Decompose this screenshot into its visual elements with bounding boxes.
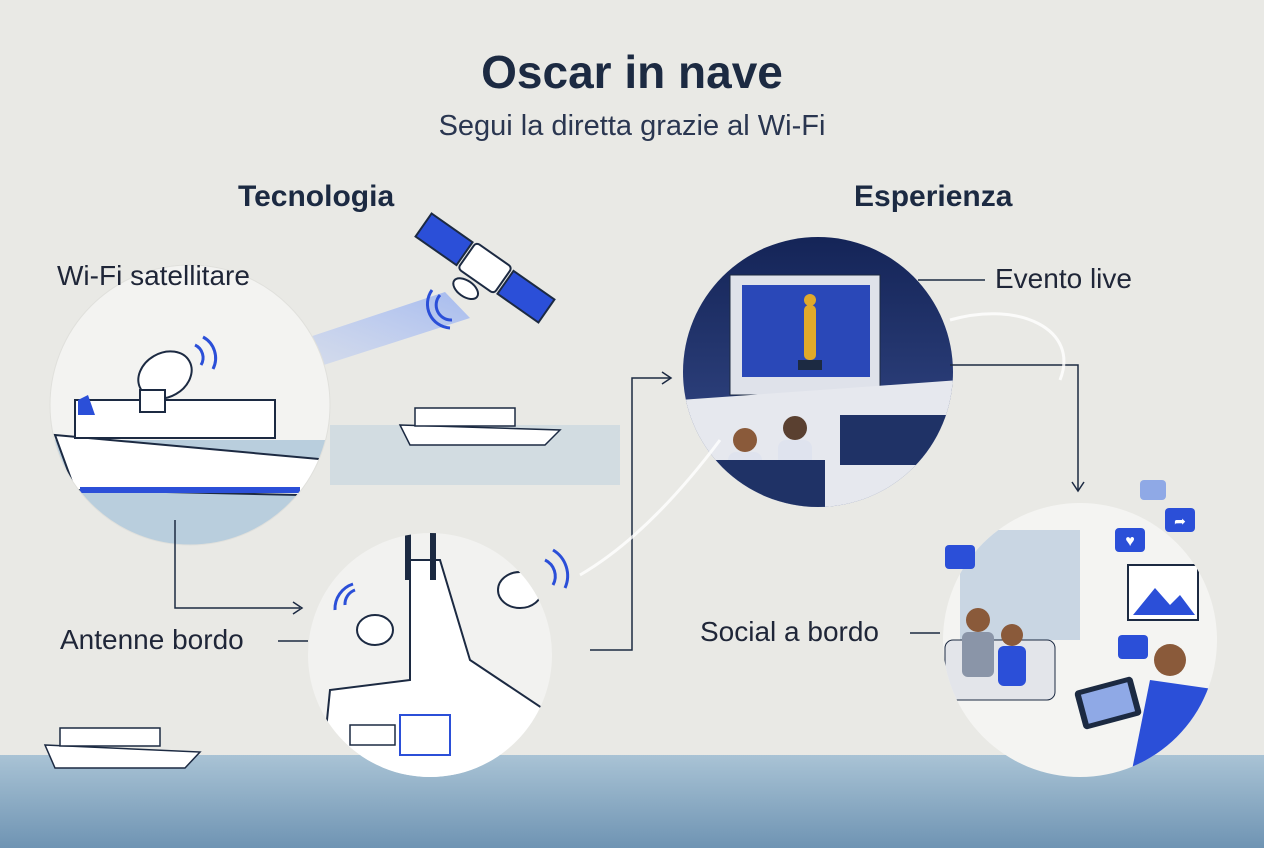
cruise-ship-icon bbox=[43, 727, 202, 769]
cinema-scene bbox=[683, 237, 953, 507]
label-satellite-wifi: Wi-Fi satellitare bbox=[57, 260, 250, 291]
cruise-ship-icon bbox=[53, 395, 330, 497]
page-subtitle: Segui la diretta grazie al Wi-Fi bbox=[438, 110, 826, 142]
antenna-scene bbox=[308, 533, 552, 777]
section-title-technology: Tecnologia bbox=[238, 180, 395, 213]
satellite-dish-icon bbox=[137, 350, 193, 413]
image-icon bbox=[1127, 564, 1199, 621]
ship-scene bbox=[50, 265, 330, 545]
like-icon bbox=[1118, 635, 1148, 659]
heart-icon: ♥ bbox=[1115, 528, 1145, 552]
oscar-statuette-icon bbox=[798, 294, 822, 370]
svg-text:➦: ➦ bbox=[1174, 513, 1186, 529]
satellite-icon bbox=[414, 212, 556, 324]
social-scene bbox=[943, 503, 1217, 777]
page-title: Oscar in nave bbox=[481, 46, 783, 98]
label-onboard-antennas: Antenne bordo bbox=[60, 624, 244, 655]
share-icon: ➦ bbox=[1165, 508, 1195, 532]
cruise-ship-icon bbox=[398, 407, 562, 446]
label-live-event: Evento live bbox=[995, 263, 1132, 294]
svg-text:♥: ♥ bbox=[1125, 533, 1135, 550]
flow-connectors bbox=[174, 279, 1085, 651]
label-onboard-social: Social a bordo bbox=[700, 616, 880, 647]
section-title-experience: Esperienza bbox=[854, 180, 1013, 213]
tablet-icon bbox=[1074, 676, 1142, 730]
like-icon bbox=[1140, 480, 1166, 500]
like-icon bbox=[945, 545, 975, 569]
wifi-signal-icon bbox=[425, 289, 453, 330]
